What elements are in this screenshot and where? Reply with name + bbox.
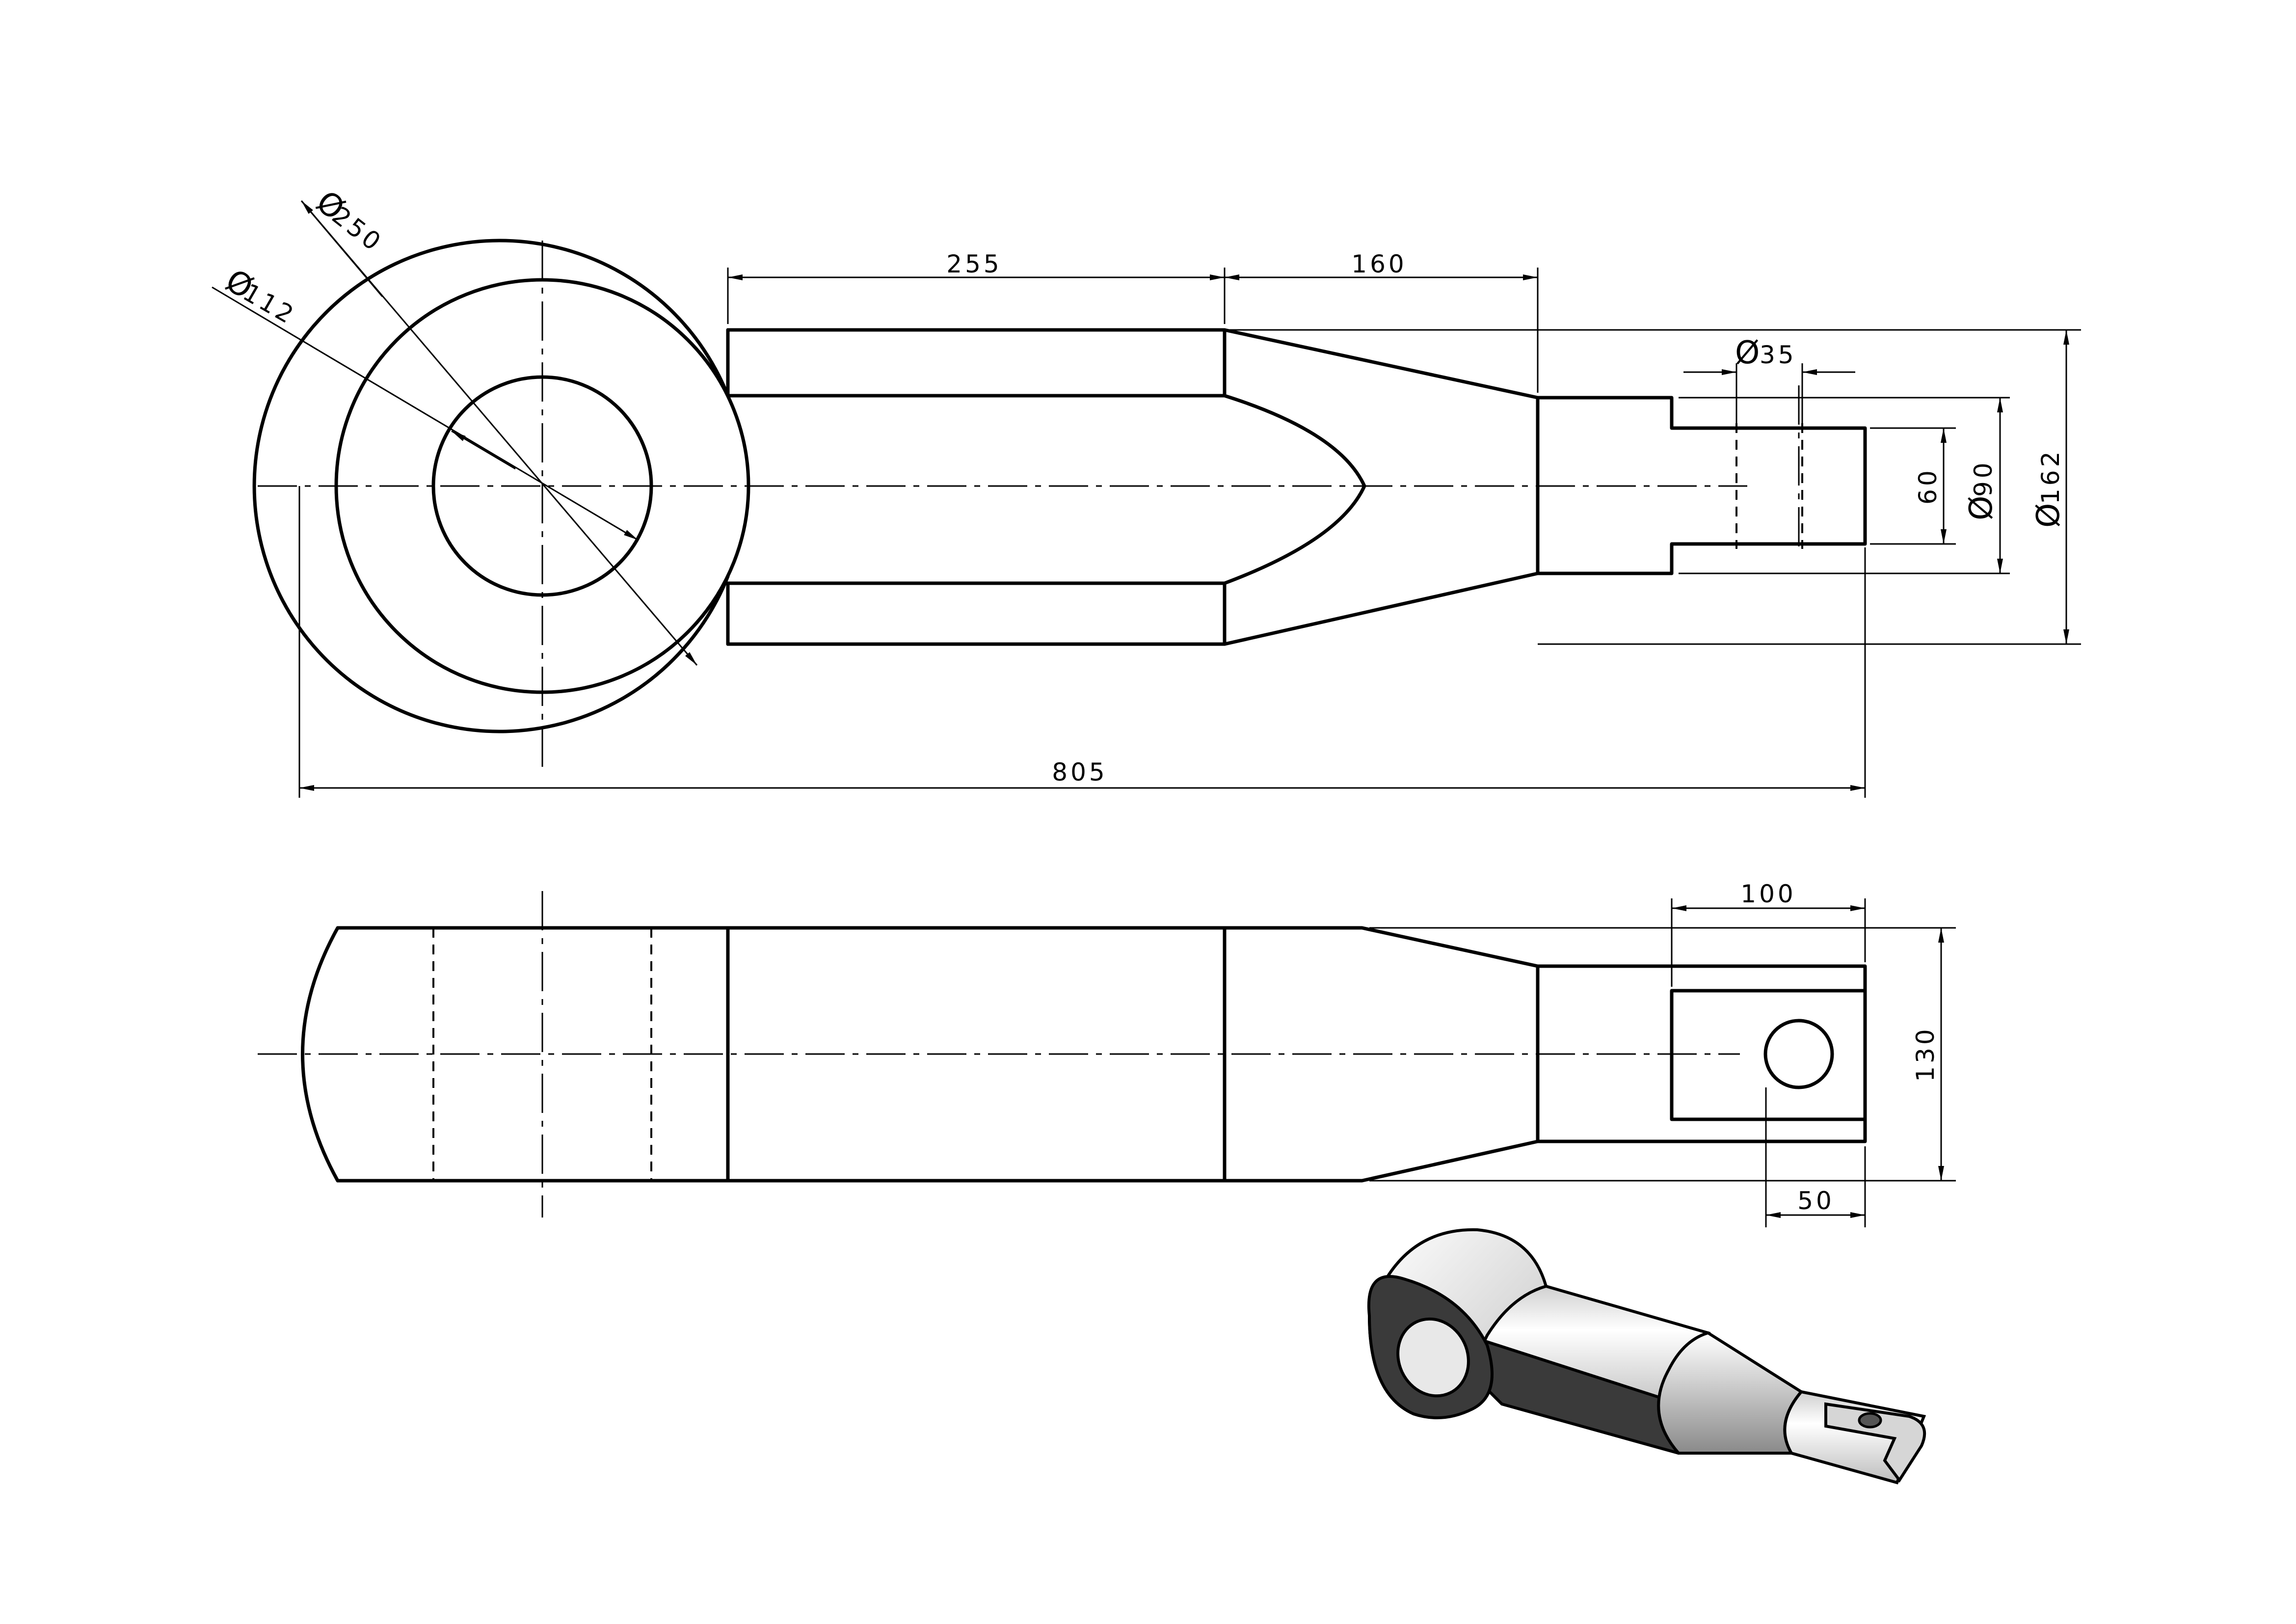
dim-100-value: 100 bbox=[1740, 880, 1796, 908]
iso-eye-bore bbox=[1396, 1317, 1470, 1398]
pin-end-outline bbox=[1536, 396, 1867, 575]
dim-d162-value: 162 bbox=[2036, 449, 2065, 504]
dim-805-value: 805 bbox=[1052, 758, 1107, 786]
dim-d35-value: 35 bbox=[1760, 341, 1797, 369]
dim-130-value: 130 bbox=[1911, 1026, 1940, 1082]
dim-160-value: 160 bbox=[1351, 250, 1407, 278]
eye-outer-contour bbox=[252, 239, 730, 733]
dim-d112-label: Ø 112 bbox=[219, 263, 301, 330]
eye-bore-circle bbox=[431, 375, 653, 597]
front-view: Ø 250 Ø 112 255 160 Ø 35 60 bbox=[212, 184, 2081, 798]
dim-d90-symbol: Ø bbox=[1963, 496, 2000, 520]
top-pin-flat bbox=[1670, 989, 1867, 1121]
dim-d250-label: Ø 250 bbox=[309, 184, 388, 258]
eye-ring-circle bbox=[334, 278, 750, 694]
iso-cone bbox=[1657, 1331, 1804, 1455]
dim-60-value: 60 bbox=[1914, 467, 1942, 505]
shank-slot-outline bbox=[726, 328, 1366, 646]
iso-pin-hole bbox=[1858, 1412, 1882, 1429]
dim-d90-label: Ø 90 bbox=[1963, 460, 2000, 520]
dim-d90-value: 90 bbox=[1969, 460, 1998, 497]
dim-d162-label: Ø 162 bbox=[2030, 449, 2067, 528]
shank-top-edge bbox=[726, 328, 1540, 488]
dim-d112-arrow bbox=[451, 430, 516, 470]
shank-bottom-edge bbox=[726, 484, 1540, 646]
dim-d162-symbol: Ø bbox=[2030, 503, 2067, 528]
dim-255-value: 255 bbox=[946, 250, 1002, 278]
top-view: 100 130 50 bbox=[258, 880, 1956, 1227]
dim-d112-leader bbox=[212, 286, 639, 541]
top-pin-hole bbox=[1763, 1019, 1834, 1089]
iso-pin-end bbox=[1824, 1402, 1926, 1483]
isometric-view bbox=[1367, 1228, 1926, 1485]
dim-d112-value: 112 bbox=[238, 278, 300, 330]
top-body-outline bbox=[301, 926, 1540, 1183]
dim-d250-leader-start bbox=[300, 200, 383, 297]
dim-50-value: 50 bbox=[1797, 1187, 1835, 1215]
dim-d35-symbol: Ø bbox=[1735, 335, 1760, 371]
